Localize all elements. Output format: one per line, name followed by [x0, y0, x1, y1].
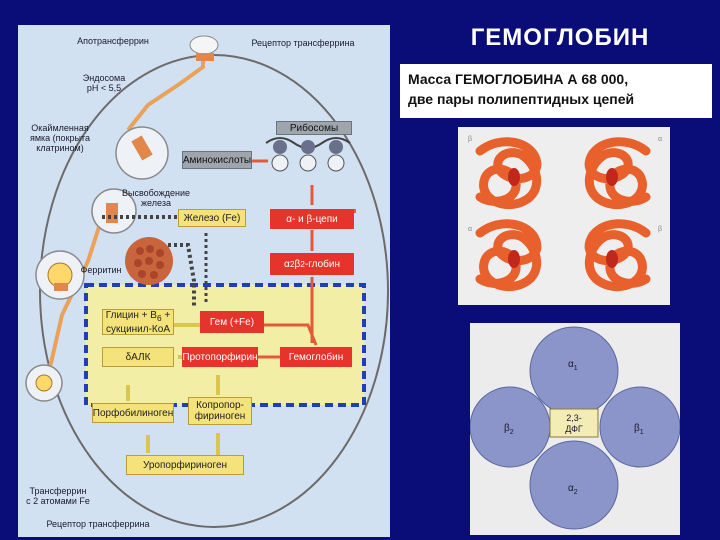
- alpha1-label: α1: [568, 359, 578, 372]
- chain-bottom-right: [584, 219, 651, 292]
- heme-box: Гем (+Fe): [200, 311, 264, 333]
- apotransferrin-shape: [189, 35, 219, 55]
- dpg-box: [549, 408, 599, 438]
- heme-group: [606, 168, 618, 186]
- chain-corner-label: β: [468, 136, 472, 143]
- alpha2-subunit: [529, 440, 619, 530]
- mass-line-2: две пары полипептидных цепей: [408, 91, 635, 107]
- amino-acids-box: Аминокислоты: [182, 151, 252, 169]
- chain-corner-label: α: [658, 136, 662, 143]
- beta2-subunit: [469, 386, 551, 468]
- mass-text-box: Масса ГЕМОГЛОБИНА А 68 000, две пары пол…: [400, 64, 712, 118]
- chain-bottom-left: [475, 219, 542, 292]
- hemoglobin-box: Гемоглобин: [280, 347, 352, 367]
- hemoglobin-synthesis-diagram: Апотрансферрин Рецептор трансферрина Энд…: [18, 25, 390, 537]
- ribosomes-box: Рибосомы: [276, 121, 352, 135]
- endosome-label: Эндосома pH < 5,5: [82, 73, 126, 93]
- apotransferrin-label: Апотрансферрин: [77, 36, 149, 46]
- tetramer-drawing: 2,3- ДФГ α1 α2 β2 β1: [469, 326, 681, 530]
- receptor-top-shape: [196, 53, 214, 61]
- coated-pit-label: Окаймленная ямка (покрыта клатрином): [29, 123, 91, 153]
- iron-dotted-path-2: [168, 243, 196, 307]
- porphobilinogen-box: Порфобилиноген: [92, 403, 174, 423]
- transferrin-path-top: [126, 53, 205, 132]
- ferritin-label: Ферритин: [80, 265, 122, 275]
- beta1-label: β1: [634, 423, 644, 436]
- coproporphyrinogen-box: Копропор-фириноген: [188, 397, 252, 425]
- beta2-label: β2: [504, 423, 514, 436]
- heme-group: [508, 250, 520, 268]
- transferrin-iron-label: Трансферрин с 2 атомами Fe: [26, 486, 90, 506]
- protoporphyrin-box: Протопорфирин: [182, 347, 258, 367]
- slide-title: ГЕМОГЛОБИН: [470, 24, 650, 51]
- alpha2-label: α2: [568, 483, 578, 496]
- ala-box: δАЛК: [102, 347, 174, 367]
- polypeptide-chains-figure: β α α β: [458, 127, 670, 305]
- beta1-subunit: [599, 386, 681, 468]
- transferrin-receptor-top-label: Рецептор трансферрина: [251, 38, 355, 48]
- glycine-box: Глицин + B6 +сукцинил-КоА: [102, 309, 174, 335]
- hemoglobin-tetramer-figure: 2,3- ДФГ α1 α2 β2 β1: [469, 323, 681, 535]
- mass-line-1: Масса ГЕМОГЛОБИНА А 68 000,: [408, 71, 629, 87]
- heme-group: [606, 250, 618, 268]
- chain-top-right: [584, 137, 651, 210]
- dpg-label-2: ДФГ: [565, 424, 583, 434]
- chain-corner-label: α: [468, 226, 472, 233]
- uroporphyrinogen-box: Уропорфириноген: [126, 455, 244, 475]
- heme-group: [508, 168, 520, 186]
- iron-box: Железо (Fe): [178, 209, 246, 227]
- transferrin-receptor-bottom-label: Рецептор трансферрина: [46, 519, 150, 529]
- chain-top-left: [475, 137, 542, 210]
- chain-corner-label: β: [658, 226, 662, 233]
- iron-release-label: Высвобождение железа: [122, 188, 190, 208]
- chains-drawing: β α α β: [468, 136, 662, 292]
- alpha-beta-chains-box: α- и β-цепи: [270, 209, 354, 229]
- dpg-label-1: 2,3-: [566, 413, 582, 423]
